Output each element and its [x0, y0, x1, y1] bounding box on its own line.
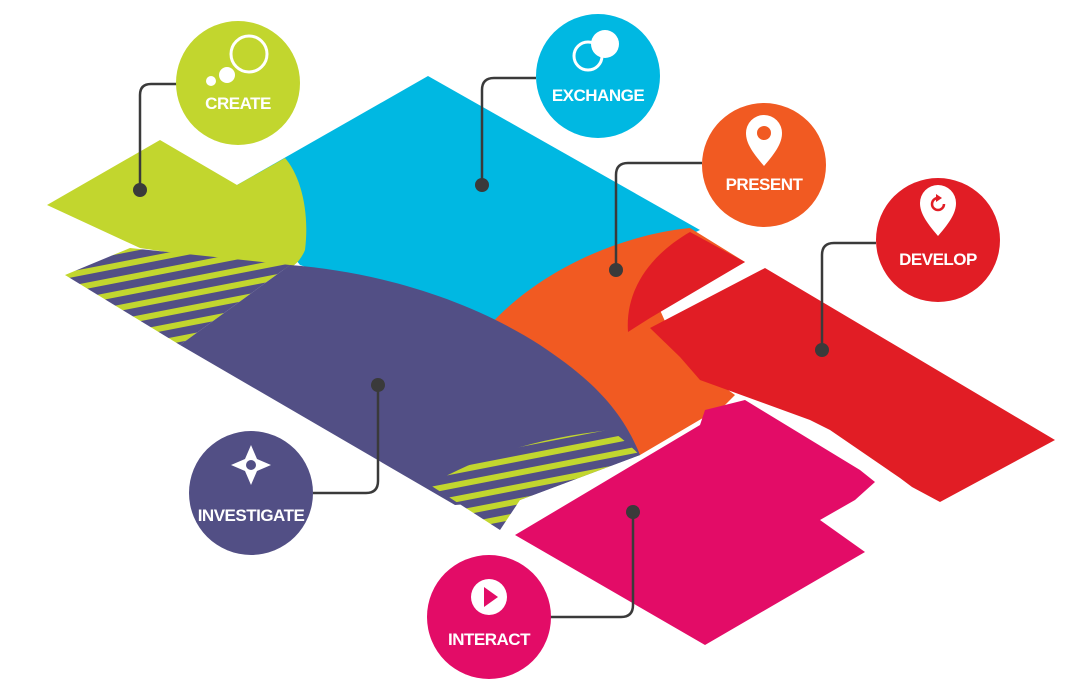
- create-leader-dot: [133, 183, 147, 197]
- present-label: PRESENT: [726, 175, 804, 194]
- exchange-label: EXCHANGE: [552, 86, 645, 105]
- striped-band-bottom: [430, 430, 640, 530]
- present-leader-dot: [609, 263, 623, 277]
- develop-leader-dot: [815, 343, 829, 357]
- exchange-leader: [480, 76, 536, 185]
- develop-label: DEVELOP: [899, 250, 977, 269]
- develop-curve-piece: [627, 232, 745, 332]
- bubbles-icon: [206, 34, 269, 86]
- create-label: CREATE: [205, 94, 271, 113]
- interact-leader: [550, 512, 635, 619]
- striped-band-left: [65, 248, 290, 345]
- investigate-node: INVESTIGATE: [189, 431, 313, 555]
- investigate-leader-dot: [371, 378, 385, 392]
- interact-label: INTERACT: [448, 630, 531, 649]
- investigate-leader: [313, 385, 380, 495]
- board-pieces: [47, 76, 1055, 645]
- interact-node: INTERACT: [427, 555, 551, 679]
- investigate-region: [180, 265, 640, 505]
- create-region: [47, 140, 307, 270]
- refresh-pin-icon: [920, 185, 956, 236]
- exchange-leader-dot: [475, 178, 489, 192]
- develop-node-circle: [876, 178, 1000, 302]
- map-pin-icon: [746, 115, 782, 166]
- develop-node: DEVELOP: [876, 178, 1000, 302]
- overlapping-circles-icon: [572, 30, 619, 72]
- develop-region: [650, 268, 1055, 502]
- investigate-label: INVESTIGATE: [198, 506, 305, 525]
- interact-leader-dot: [626, 505, 640, 519]
- leader-lines: [133, 76, 876, 619]
- compass-icon: [231, 445, 271, 485]
- develop-leader: [820, 241, 876, 350]
- exchange-node: EXCHANGE: [536, 14, 660, 138]
- interact-node-circle: [427, 555, 551, 679]
- interact-region: [515, 400, 875, 645]
- play-icon: [471, 579, 507, 615]
- present-node: PRESENT: [702, 103, 826, 227]
- exchange-node-circle: [536, 14, 660, 138]
- create-leader: [138, 82, 178, 190]
- investigate-node-circle: [189, 431, 313, 555]
- create-node: CREATE: [176, 21, 300, 145]
- create-node-circle: [176, 21, 300, 145]
- present-leader: [614, 161, 702, 270]
